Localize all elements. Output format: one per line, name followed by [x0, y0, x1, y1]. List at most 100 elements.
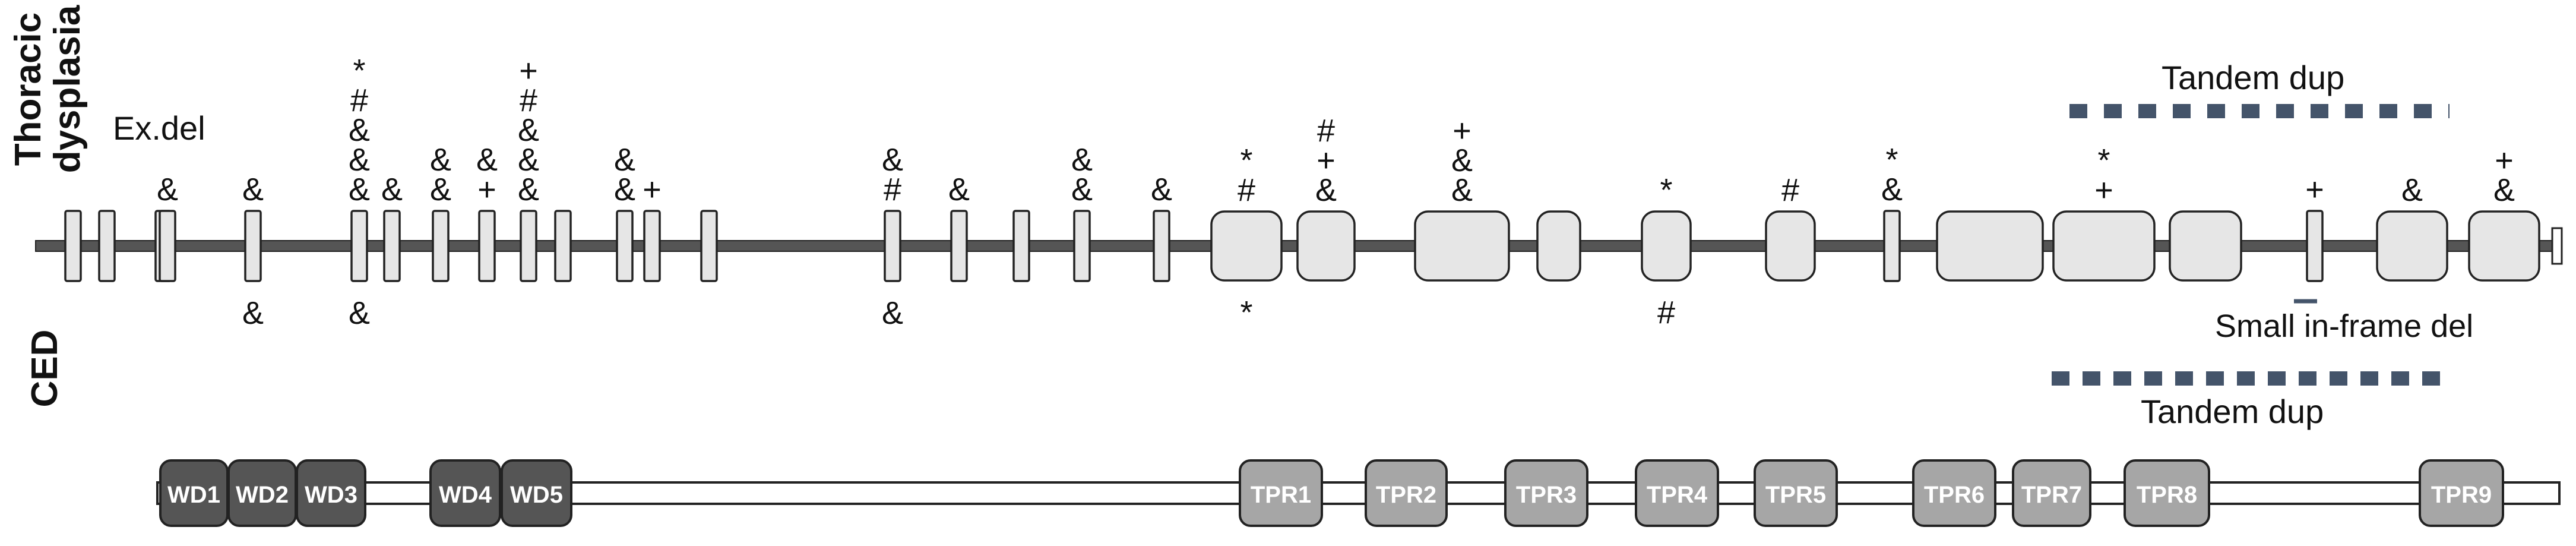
domain-wd4: WD4 [429, 459, 501, 527]
exon-23 [1536, 210, 1581, 282]
exon-18 [1073, 210, 1091, 282]
exon-6-mutation-above-3: & [349, 112, 370, 148]
domain-tpr5-box [1754, 459, 1838, 527]
exon-26-mutation-above-2: & [1881, 172, 1903, 207]
exon-22-mutation-above-3: & [1451, 172, 1473, 208]
tandem-dup-top: Tandem dup [2069, 59, 2450, 118]
exon-10-mutation-above-4: & [518, 142, 539, 178]
domain-tpr1: TPR1 [1239, 459, 1323, 527]
exon-30-mutation-above-1: + [2305, 172, 2324, 207]
exon-24-mutation-above-1: * [1660, 172, 1672, 208]
exon-9-mutation-above-2: + [477, 172, 496, 207]
domain-tpr9-box [2419, 459, 2504, 527]
exon-20-mutation-above-2: # [1238, 172, 1255, 208]
domain-tpr3-label: TPR3 [1516, 482, 1577, 508]
domain-wd3-box [296, 459, 366, 527]
small-inframe-del-label: Small in-frame del [2215, 308, 2473, 344]
domain-tpr9-label: TPR9 [2431, 482, 2492, 508]
domain-tpr1-label: TPR1 [1251, 482, 1311, 508]
exon-10 [520, 210, 537, 282]
exon-15-mutation-above-1: & [882, 142, 903, 178]
exon-29 [2169, 210, 2242, 282]
exon-1 [64, 210, 82, 282]
domain-tpr7-box [2012, 459, 2091, 527]
domain-tpr2-label: TPR2 [1376, 482, 1436, 508]
exon-27 [1936, 210, 2044, 282]
domain-tpr8-box [2124, 459, 2210, 527]
exon-14 [700, 210, 718, 282]
exon-32 [2468, 210, 2540, 282]
domain-wd2: WD2 [227, 459, 297, 527]
small-inframe-del: Small in-frame del [2215, 299, 2473, 344]
domain-tpr1-box [1239, 459, 1323, 527]
exon-17 [1012, 210, 1030, 282]
domain-tpr7: TPR7 [2012, 459, 2091, 527]
exon-19 [1153, 210, 1170, 282]
exon-21 [1296, 210, 1356, 282]
exon-28 [2052, 210, 2156, 282]
gene-backbone-end [2551, 227, 2563, 265]
exon-25 [1765, 210, 1816, 282]
exon-5 [244, 210, 262, 282]
domain-wd3-label: WD3 [305, 482, 357, 508]
domain-wd5: WD5 [501, 459, 572, 527]
exon-26 [1883, 210, 1901, 282]
domain-tpr4-box [1635, 459, 1719, 527]
exon-31-mutation-above-1: & [2401, 172, 2423, 208]
domain-wd1-label: WD1 [167, 482, 220, 508]
domain-tpr5: TPR5 [1754, 459, 1838, 527]
exon-10-mutation-above-3: & [518, 112, 539, 148]
exon-15 [884, 210, 901, 282]
tandem-dup-top-label: Tandem dup [2162, 59, 2344, 96]
tandem-dup-bottom-label: Tandem dup [2141, 393, 2324, 430]
exon-4-mutation-above-1: & [157, 172, 178, 207]
exon-16 [950, 210, 968, 282]
exon-deletion-label: Ex.del [113, 109, 205, 147]
domain-tpr6-box [1912, 459, 1996, 527]
domain-wd4-box [429, 459, 501, 527]
exon-4 [159, 210, 176, 282]
domain-wd3: WD3 [296, 459, 366, 527]
exon-15-mutation-above-2: # [884, 172, 901, 207]
exon-22-mutation-above-2: & [1451, 143, 1473, 178]
exon-21-mutation-above-3: & [1315, 172, 1337, 208]
thoracic-label-line1: Thoracic [8, 12, 49, 166]
domain-tpr9: TPR9 [2419, 459, 2504, 527]
exon-5-mutation-below-1: & [242, 295, 264, 331]
exon-24 [1641, 210, 1692, 282]
exon-31 [2376, 210, 2448, 282]
exon-12-mutation-above-1: & [614, 142, 635, 178]
domain-tpr3: TPR3 [1504, 459, 1588, 527]
exon-10-mutation-above-5: & [518, 172, 539, 207]
exon-28-mutation-above-2: + [2094, 172, 2113, 208]
exon-15-mutation-below-1: & [882, 295, 903, 331]
exon-6-mutation-above-2: # [350, 83, 368, 118]
exon-7 [383, 210, 401, 282]
thoracic-label-line2: dysplasia [47, 5, 88, 173]
domain-tpr5-label: TPR5 [1765, 482, 1826, 508]
exon-28-mutation-above-1: * [2097, 143, 2110, 178]
domain-tpr3-box [1504, 459, 1588, 527]
exon-19-mutation-above-1: & [1151, 172, 1172, 207]
exon-16-mutation-above-1: & [948, 172, 970, 207]
exon-10-mutation-above-2: # [520, 83, 537, 118]
exon-30 [2306, 210, 2324, 282]
exon-6-mutation-below-1: & [349, 295, 370, 331]
exon-20-mutation-below-1: * [1240, 295, 1252, 330]
exon-6 [350, 210, 368, 282]
exon-2 [98, 210, 116, 282]
exon-22-mutation-above-1: + [1452, 113, 1471, 149]
exon-18-mutation-above-1: & [1071, 142, 1093, 178]
domain-wd4-label: WD4 [439, 482, 492, 508]
exon-20-mutation-above-1: * [1240, 143, 1252, 178]
exon-6-mutation-above-1: * [353, 53, 365, 89]
domain-tpr6-label: TPR6 [1924, 482, 1985, 508]
exon-22 [1414, 210, 1510, 282]
exon-25-mutation-above-1: # [1781, 172, 1799, 208]
exon-12-mutation-above-2: & [614, 172, 635, 207]
exon-12 [616, 210, 634, 282]
domain-tpr6: TPR6 [1912, 459, 1996, 527]
exon-6-mutation-above-5: & [349, 172, 370, 207]
